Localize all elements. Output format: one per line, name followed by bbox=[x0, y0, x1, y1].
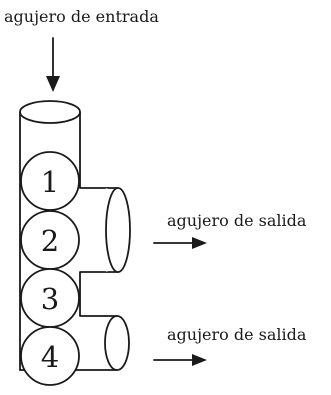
tube-right-wall-top bbox=[79, 111, 109, 189]
main-tube bbox=[19, 100, 109, 371]
inlet-arrow bbox=[46, 37, 60, 92]
outlet-upper-arrow bbox=[153, 237, 207, 249]
ball-1-number: 1 bbox=[41, 165, 59, 199]
upper-outlet-opening bbox=[105, 187, 131, 273]
inlet-label: agujero de entrada bbox=[4, 7, 159, 26]
outlet-lower-label: agujero de salida bbox=[167, 325, 307, 344]
ball-3-number: 3 bbox=[41, 282, 59, 316]
ball-3: 3 bbox=[20, 268, 80, 328]
lower-outlet-opening bbox=[104, 315, 130, 371]
ball-2-number: 2 bbox=[41, 224, 59, 258]
tube-top-opening bbox=[19, 100, 81, 124]
upper-outlet-tube bbox=[96, 187, 131, 273]
ball-4-number: 4 bbox=[41, 340, 59, 374]
outlet-lower-arrow bbox=[153, 354, 207, 366]
ball-2: 2 bbox=[20, 210, 80, 270]
ball-4: 4 bbox=[20, 326, 80, 386]
outlet-upper-label: agujero de salida bbox=[167, 211, 307, 230]
ball-1: 1 bbox=[20, 151, 80, 211]
tube-right-wall-middle bbox=[79, 271, 109, 317]
